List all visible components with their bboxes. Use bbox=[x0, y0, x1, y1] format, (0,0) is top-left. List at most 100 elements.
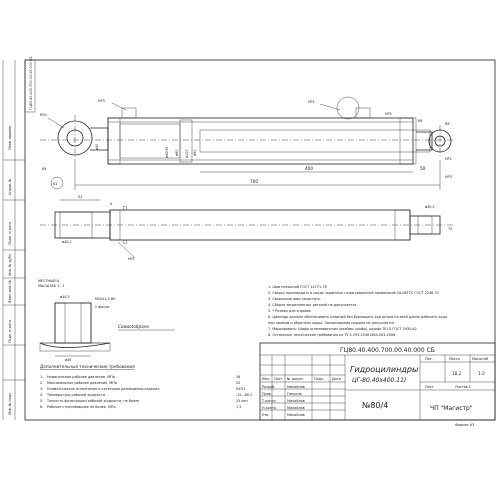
detail-thread: М20х1,5-6Н bbox=[95, 297, 116, 301]
side-label-3: Подп. и дата bbox=[8, 222, 12, 245]
tech-row-value: 1,5 bbox=[236, 405, 241, 409]
rotated-code: ГЦ80.40.400.700.00.00.000 СБ bbox=[29, 56, 33, 110]
tech-row-value: -15...60 С bbox=[236, 393, 253, 397]
note-line: 6. Цилиндр должен обеспечивать плавный б… bbox=[268, 315, 447, 319]
dim-700: 700 bbox=[250, 179, 258, 184]
dim-d40: ø40 bbox=[95, 144, 99, 150]
scale-label: Масштаб bbox=[472, 357, 488, 361]
note-line: 7. Маркировать: Шифр штамповочным (клейм… bbox=[268, 327, 417, 331]
tech-row-n: 4. bbox=[40, 393, 43, 397]
note-line: 4. Сборка загрязненных деталей не допуск… bbox=[268, 303, 356, 307]
side-dim-51: 51 bbox=[78, 195, 82, 199]
role-name: Михайлов bbox=[287, 413, 305, 417]
callout-hp1-top: НР1 bbox=[308, 100, 315, 104]
side-label-5: Взам. инв. № bbox=[8, 280, 12, 303]
dim-d50: ø50 bbox=[193, 150, 197, 156]
tech-row-label: Климатическое исполнение и категория раз… bbox=[47, 387, 159, 391]
dim-stroke-400: 400 bbox=[305, 166, 313, 171]
note-line: 3. Сварочные швы зачистить. bbox=[268, 297, 321, 301]
note-line: 8. Остальные технические требования по Т… bbox=[268, 333, 395, 337]
mass-value: 18,2 bbox=[452, 371, 462, 376]
tech-title: Дополнительные технические требования bbox=[40, 364, 135, 369]
note-line: при прямом и обратном ходах. Заклинивани… bbox=[268, 321, 394, 325]
tech-row-n: 3. bbox=[40, 387, 43, 391]
callout-hp3-top: НР3 bbox=[98, 99, 105, 103]
side-label-2: Справ. № bbox=[8, 178, 12, 195]
title-block: ГЦ80.40.400.700.00.40.000 СБ Изм. Лист №… bbox=[259, 342, 496, 427]
role-name: Михайлов bbox=[287, 399, 305, 403]
side-callout-hp1: НР1 bbox=[128, 257, 135, 261]
hdr-izm: Изм. bbox=[262, 377, 270, 381]
title-code: ГЦ80.40.400.700.00.40.000 СБ bbox=[340, 347, 435, 354]
tech-row-n: 1. bbox=[40, 375, 43, 379]
note-line: 1. Шов сплошной ГОСТ 14771-76 bbox=[268, 285, 327, 289]
callout-hp3-right: НР3 bbox=[445, 175, 452, 179]
tech-row-label: Рабочее страгивающее не более, МПа bbox=[47, 405, 116, 409]
tech-row-n: 5. bbox=[40, 399, 43, 403]
dim-d40h9: ø40Н9 bbox=[165, 147, 169, 158]
role-name: Михайлов bbox=[287, 406, 305, 410]
role-role: Н.контр. bbox=[262, 406, 277, 410]
tech-row-label: Температура рабочей жидкости bbox=[46, 393, 105, 397]
side-dim-75: 75 bbox=[448, 227, 452, 231]
callout-hp2-top: НР2 bbox=[385, 112, 392, 116]
tech-row-value: 16 bbox=[236, 375, 240, 379]
port-right bbox=[355, 107, 371, 119]
sheet-label: Лист bbox=[425, 385, 434, 389]
detail-edges: 2 фаски bbox=[95, 305, 109, 309]
note-line: 2. Сварку производить в среде защитных г… bbox=[268, 291, 439, 295]
note-line: 5. * Размер для справок bbox=[268, 309, 311, 313]
role-role: Пров. bbox=[262, 392, 272, 396]
callout-hp2-right: НР2 bbox=[445, 157, 452, 161]
tech-row-label: Тонкость фильтрации рабочей жидкости, не… bbox=[46, 399, 139, 403]
company: ЧП "Магистр" bbox=[430, 405, 473, 412]
side-view: 51 А ø40,2 НР1 ø40,2 75 bbox=[40, 195, 455, 261]
side-label-7: Инв. № подл. bbox=[8, 392, 12, 415]
side-label-1: Перв. примен. bbox=[8, 125, 12, 150]
hdr-doc: № докум. bbox=[287, 377, 304, 381]
tech-row-label: Максимальное рабочее давление, МПа bbox=[47, 381, 117, 385]
role-role: Т.контр. bbox=[261, 399, 277, 403]
detail-title-1: МЕСТНЫЙ А bbox=[38, 278, 60, 283]
side-label-6: Подп. и дата bbox=[8, 320, 12, 343]
notes: 1. Шов сплошной ГОСТ 14771-76 2. Сварку п… bbox=[268, 285, 447, 337]
role-name: Михайлов bbox=[287, 385, 305, 389]
sheets-label: Листов 1 bbox=[455, 385, 471, 389]
callout-r6-right: R6 bbox=[445, 122, 450, 126]
side-strip: Перв. примен. Справ. № Подп. и дата Инв.… bbox=[3, 125, 25, 415]
side-dim-d40-2-left: ø40,2 bbox=[62, 240, 72, 244]
tech-row-value: 25 мкт bbox=[236, 399, 248, 403]
tech-row-n: 2. bbox=[40, 381, 43, 385]
detail-d10-5: ø10,5 bbox=[60, 295, 70, 299]
callout-r4: R4 bbox=[42, 167, 47, 171]
tech-requirements: Дополнительные технические требования 1.… bbox=[40, 364, 253, 409]
lit-label: Лит. bbox=[425, 357, 433, 361]
product-number: №80/4 bbox=[362, 401, 388, 410]
dim-d80: ø80 bbox=[175, 150, 179, 156]
hdr-podp: Подп. bbox=[314, 377, 324, 381]
detail-d30: ø30 bbox=[65, 358, 71, 362]
detail-a: МЕСТНЫЙ А МАСШТАБ 1 : 1 ø10,5 М20х1,5-6Н… bbox=[38, 278, 175, 362]
role-name: Генкель bbox=[287, 392, 302, 396]
piston-rod bbox=[199, 129, 431, 153]
mass-label: Масса bbox=[449, 357, 460, 361]
dim-50-right: 50 bbox=[420, 166, 426, 171]
tech-row-n: 6. bbox=[40, 405, 43, 409]
hdr-date: Дата bbox=[332, 377, 341, 381]
callout-k1: K1 bbox=[53, 182, 57, 186]
hdr-list: Лист bbox=[274, 377, 283, 381]
scale-value: 1:2 bbox=[478, 371, 485, 376]
detail-title-2: МАСШТАБ 1 : 1 bbox=[38, 284, 65, 288]
tech-row-value: 20 bbox=[236, 381, 240, 385]
left-eye bbox=[57, 115, 109, 160]
product-name-1: Гидроцилиндры bbox=[350, 365, 418, 374]
callout-r6-top: R6 bbox=[418, 119, 423, 123]
side-label-4: Инв. № дубл. bbox=[8, 253, 12, 276]
cylinder-barrel bbox=[107, 117, 414, 165]
callout-r50: R50 bbox=[40, 113, 47, 117]
side-mark-a: А bbox=[110, 202, 113, 206]
product-name-2: ЦГ-80.40х400.11) bbox=[352, 377, 406, 384]
right-eye bbox=[416, 125, 452, 158]
